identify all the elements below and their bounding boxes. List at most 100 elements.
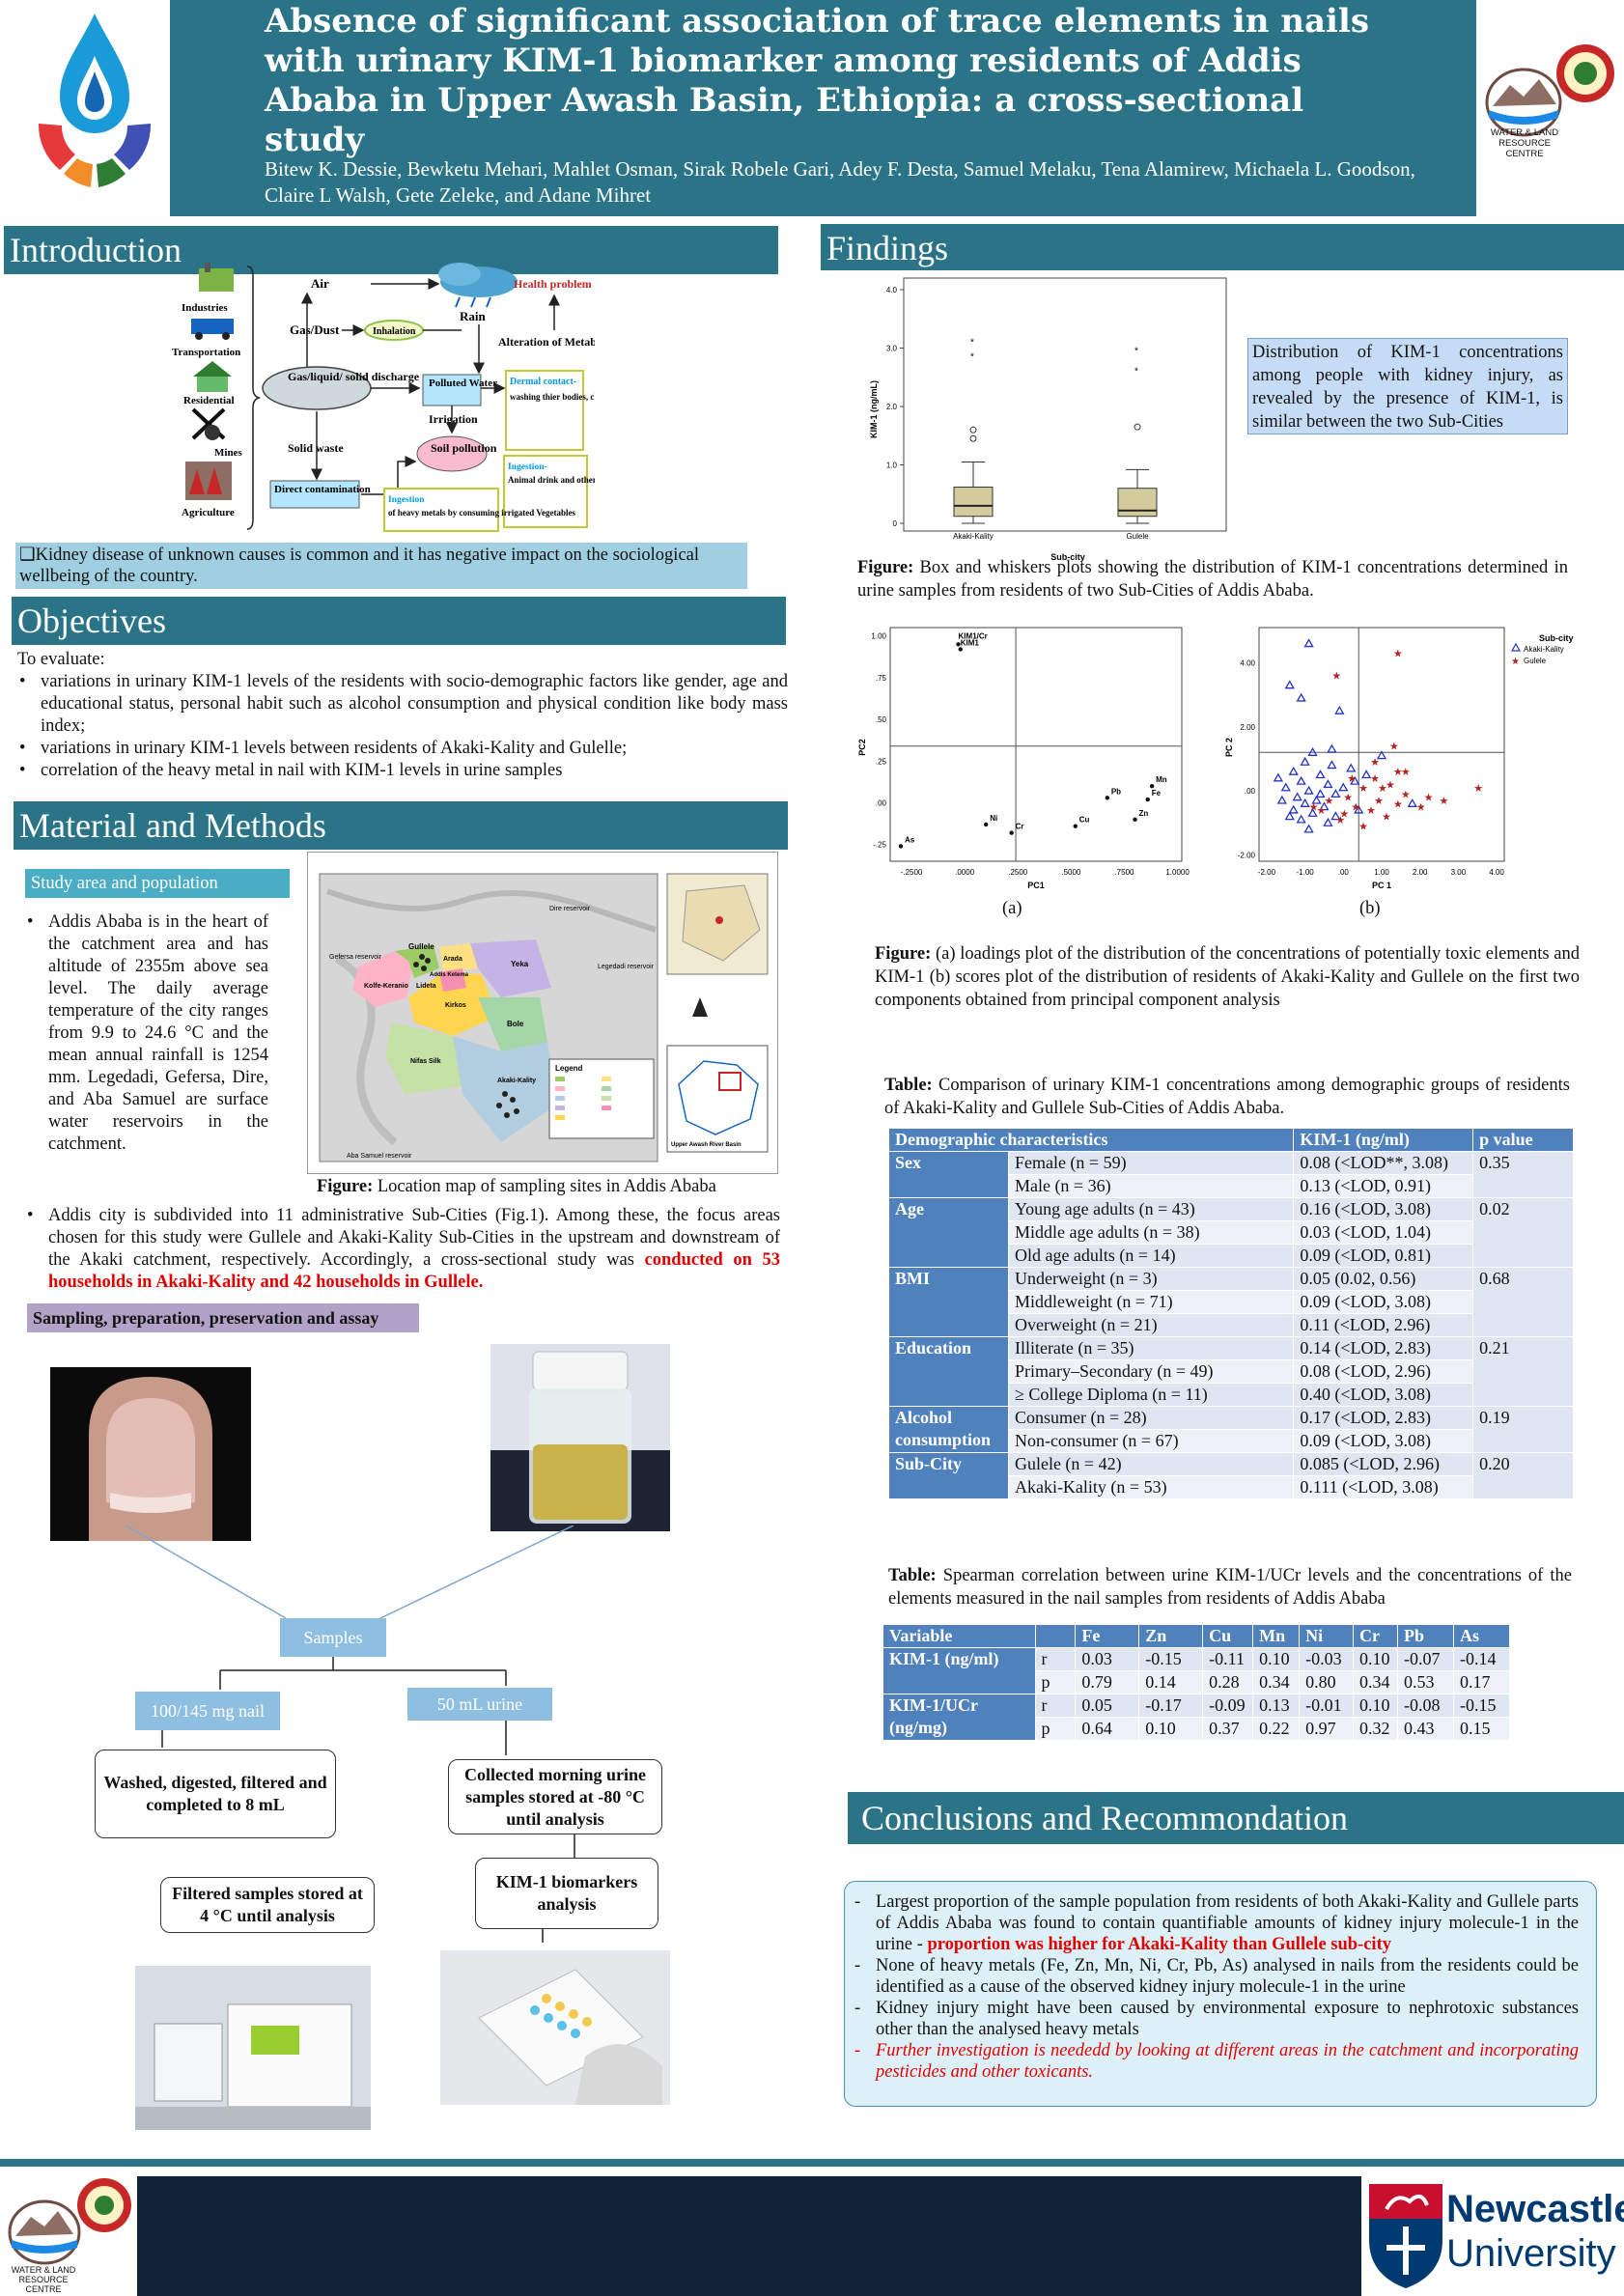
scores-point-gulele: ★ (1393, 798, 1403, 810)
diagram-gas-dust: Gas/Dust (290, 322, 340, 337)
scores-point-gulele: ★ (1366, 805, 1376, 817)
loadings-label: Cr (1016, 823, 1024, 831)
table2-cell: 0.15 (1452, 1717, 1511, 1741)
scores-point-gulele: ★ (1339, 808, 1349, 820)
scores-point-gulele: ★ (1401, 767, 1411, 778)
table1-cell: 0.17 (<LOD, 2.83) (1293, 1406, 1474, 1430)
flowchart-connectors (161, 1657, 575, 1943)
conclusions-box: -Largest proportion of the sample popula… (844, 1881, 1597, 2107)
loadings-ylabel: PC2 (857, 739, 867, 756)
scores-point-akaki (1319, 801, 1330, 811)
scores-xtick: 2.00 (1413, 868, 1428, 877)
table1-cell: 0.08 (<LOD**, 3.08) (1293, 1151, 1474, 1175)
table1-pvalue: 0.02 (1472, 1197, 1574, 1268)
table2-header: Ni (1299, 1624, 1355, 1648)
scores-xtick: 1.00 (1374, 868, 1389, 877)
scores-point-akaki (1376, 750, 1387, 760)
households-highlight: conducted on 53 households in Akaki-Kali… (48, 1250, 780, 1292)
table1-cell: 0.05 (0.02, 0.56) (1293, 1267, 1474, 1291)
scores-point-gulele: ★ (1347, 773, 1357, 785)
boxplot-category: Akaki-Kality (953, 532, 994, 541)
transport-icon (191, 319, 234, 340)
source-mines: Mines (214, 447, 242, 459)
table2-cell: 0.17 (1452, 1670, 1511, 1694)
loadings-xlabel: PC1 (1027, 881, 1045, 890)
scores-point-akaki (1323, 779, 1333, 789)
boxplot-outlier (969, 434, 977, 442)
loadings-point (1145, 797, 1150, 802)
scores-point-gulele: ★ (1358, 822, 1368, 833)
table2-cell: 0.10 (1353, 1694, 1399, 1718)
scores-point-akaki (1346, 763, 1357, 772)
loadings-label: Cu (1079, 816, 1090, 825)
scores-ylabel: PC 2 (1224, 738, 1234, 757)
loadings-xtick: .7500 (1114, 868, 1134, 877)
scores-point-akaki (1296, 692, 1306, 702)
scores-point-akaki (1330, 811, 1341, 821)
table2-cell: r (1034, 1647, 1077, 1671)
table2-cell: 0.53 (1397, 1670, 1454, 1694)
table-row: Overweight (n = 21)0.11 (<LOD, 2.96) (889, 1313, 1574, 1337)
scores-point-akaki (1284, 811, 1295, 821)
scores-xtick: 3.00 (1451, 868, 1467, 877)
scores-point-akaki (1307, 746, 1318, 756)
scores-point-akaki (1273, 772, 1283, 782)
table2-cell: p (1034, 1670, 1077, 1694)
table1-group: Alcohol consumption (888, 1406, 1009, 1453)
scores-point-akaki (1327, 743, 1337, 753)
boxplot-ylabel: KIM-1 (ng/mL) (869, 380, 879, 438)
scores-point-akaki (1303, 785, 1314, 795)
table2-cell: -0.08 (1397, 1694, 1454, 1718)
map-label-aba-samuel: Aba Samuel reservoir (347, 1153, 412, 1160)
scores-point-akaki (1315, 770, 1326, 779)
boxplot-ytick-label: 2.0 (886, 403, 898, 411)
objective-item: correlation of the heavy metal in nail w… (17, 760, 788, 782)
scores-point-akaki (1327, 760, 1337, 770)
map-label-arada: Arada (443, 956, 462, 963)
table2-cell: -0.01 (1299, 1694, 1355, 1718)
table1-cell: 0.13 (<LOD, 0.91) (1293, 1174, 1474, 1198)
table1-group: Sub-City (888, 1452, 1009, 1499)
table1-cell: 0.14 (<LOD, 2.83) (1293, 1336, 1474, 1360)
map-label-nifas-silk: Nifas Silk (410, 1058, 441, 1065)
scores-legend-title: Sub-city (1539, 633, 1574, 643)
scores-point-akaki (1288, 766, 1299, 775)
table1-cell: Illiterate (n = 35) (1007, 1336, 1295, 1360)
elisa-plate-photo (440, 1950, 670, 2105)
table1-group: Age (888, 1197, 1009, 1268)
map-label-akaki-kality: Akaki-Kality (497, 1078, 536, 1084)
scores-point-gulele: ★ (1370, 773, 1380, 785)
filtered-step: Filtered samples stored at 4 °C until an… (160, 1877, 375, 1933)
table1-header: p value (1472, 1128, 1574, 1152)
loadings-point (1009, 830, 1014, 835)
source-transportation: Transportation (172, 347, 240, 358)
scores-point-akaki (1307, 807, 1318, 817)
scores-point-gulele: ★ (1393, 767, 1403, 778)
table2-cell: 0.43 (1397, 1717, 1454, 1741)
loadings-point (983, 822, 989, 827)
boxplot-box (953, 486, 994, 518)
pca-panel-b: (b) (1359, 899, 1381, 918)
scores-point-gulele: ★ (1370, 757, 1380, 769)
lab-instrument-photo (135, 1966, 371, 2130)
university-seal-icon (1485, 44, 1614, 137)
loadings-ytick: .25 (876, 757, 887, 766)
loadings-ytick: .00 (876, 799, 887, 808)
scores-point-gulele: ★ (1389, 742, 1399, 753)
scores-point-akaki (1361, 770, 1372, 779)
scores-point-akaki (1338, 782, 1349, 792)
table1-cell: Gulele (n = 42) (1007, 1452, 1295, 1476)
industry-icon (199, 263, 234, 292)
poster-title: Absence of significant association of tr… (265, 2, 1369, 159)
table2-header: Mn (1252, 1624, 1301, 1648)
boxplot-category: Gulele (1126, 532, 1149, 541)
table2-header: Cr (1353, 1624, 1399, 1648)
loadings-xtick: .2500 (1008, 868, 1028, 877)
table1-cell: Middle age adults (n = 38) (1007, 1220, 1295, 1245)
table1-cell: 0.09 (<LOD, 0.81) (1293, 1244, 1474, 1268)
diagram-discharge: Gas/liquid/ solid discharge (288, 370, 420, 383)
table1-header: KIM-1 (ng/ml) (1293, 1128, 1474, 1152)
table2-cell: 0.14 (1138, 1670, 1204, 1694)
